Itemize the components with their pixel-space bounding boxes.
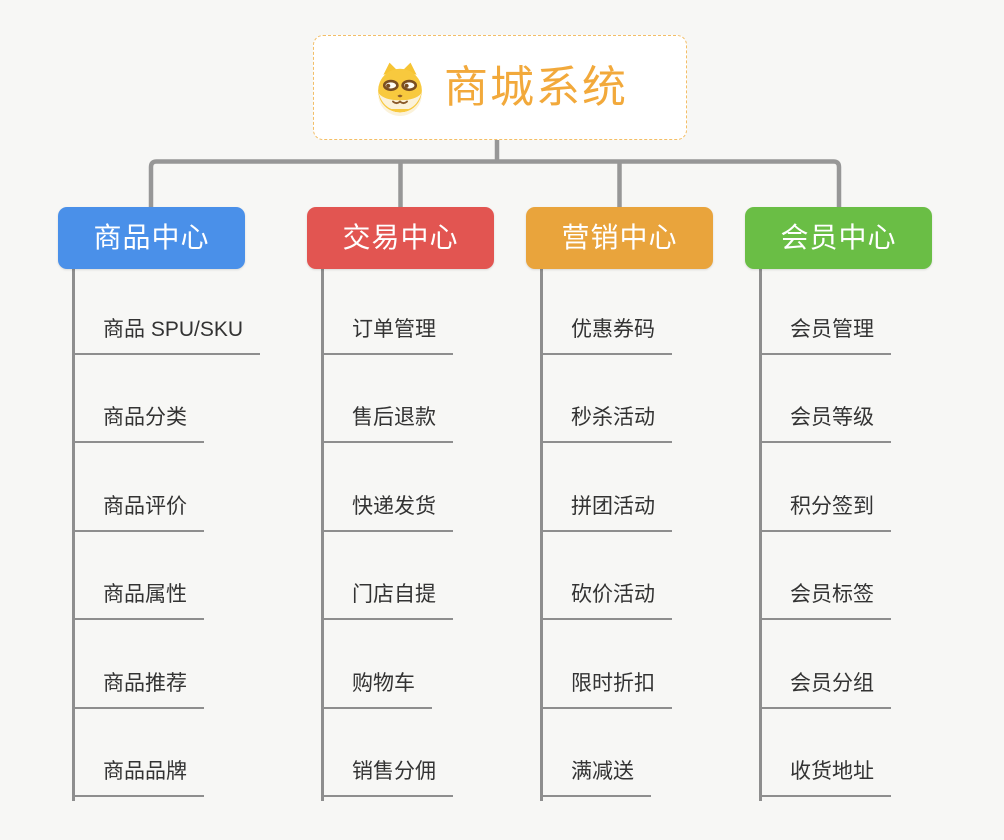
branch-child-item[interactable]: 商品推荐: [72, 669, 204, 709]
branch-child-item[interactable]: 优惠券码: [540, 315, 672, 355]
branch-child-item[interactable]: 售后退款: [321, 403, 453, 443]
branch-box-members[interactable]: 会员中心: [745, 207, 932, 269]
branch-child-item[interactable]: 商品评价: [72, 492, 204, 532]
branch-column-members: 会员中心 会员管理会员等级积分签到会员标签会员分组收货地址: [745, 207, 1004, 840]
branch-child-item[interactable]: 秒杀活动: [540, 403, 672, 443]
branch-child-item[interactable]: 门店自提: [321, 580, 453, 620]
branch-column-marketing: 营销中心 优惠券码秒杀活动拼团活动砍价活动限时折扣满减送: [526, 207, 786, 840]
branch-child-item[interactable]: 商品 SPU/SKU: [72, 315, 261, 355]
root-title: 商城系统: [444, 62, 628, 112]
branch-column-products: 商品中心 商品 SPU/SKU 商品分类商品评价商品属性商品推荐商品品牌: [58, 207, 318, 840]
branch-label: 会员中心: [780, 222, 897, 253]
branch-child-item[interactable]: 会员分组: [759, 669, 891, 709]
branch-child-item[interactable]: 商品属性: [72, 580, 204, 620]
branch-child-item[interactable]: 会员标签: [759, 580, 891, 620]
branch-child-item[interactable]: 满减送: [540, 757, 651, 797]
branch-child-item[interactable]: 拼团活动: [540, 492, 672, 532]
branch-child-item[interactable]: 会员等级: [759, 403, 891, 443]
root-node[interactable]: 商城系统: [313, 35, 687, 140]
branch-box-products[interactable]: 商品中心: [58, 207, 245, 269]
branch-child-item[interactable]: 限时折扣: [540, 669, 672, 709]
branch-box-trade[interactable]: 交易中心: [307, 207, 494, 269]
branch-label: 交易中心: [342, 222, 459, 253]
branch-child-item[interactable]: 收货地址: [759, 757, 891, 797]
branch-child-item[interactable]: 订单管理: [321, 315, 453, 355]
branch-box-marketing[interactable]: 营销中心: [526, 207, 713, 269]
branch-child-item[interactable]: 商品分类: [72, 403, 204, 443]
branch-child-item[interactable]: 积分签到: [759, 492, 891, 532]
branch-trunk-line: [321, 269, 324, 801]
branch-trunk-line: [759, 269, 762, 801]
branch-label: 商品中心: [93, 222, 210, 253]
branch-child-item[interactable]: 购物车: [321, 669, 432, 709]
branch-child-item[interactable]: 销售分佣: [321, 757, 453, 797]
branch-column-trade: 交易中心 订单管理售后退款快递发货门店自提购物车销售分佣: [307, 207, 567, 840]
branch-child-item[interactable]: 快递发货: [321, 492, 453, 532]
branch-child-item[interactable]: 砍价活动: [540, 580, 672, 620]
branch-label: 营销中心: [561, 222, 678, 253]
branch-trunk-line: [72, 269, 75, 801]
branch-trunk-line: [540, 269, 543, 801]
branch-child-item[interactable]: 会员管理: [759, 315, 891, 355]
branch-child-item[interactable]: 商品品牌: [72, 757, 204, 797]
dog-face-icon: [372, 60, 428, 116]
